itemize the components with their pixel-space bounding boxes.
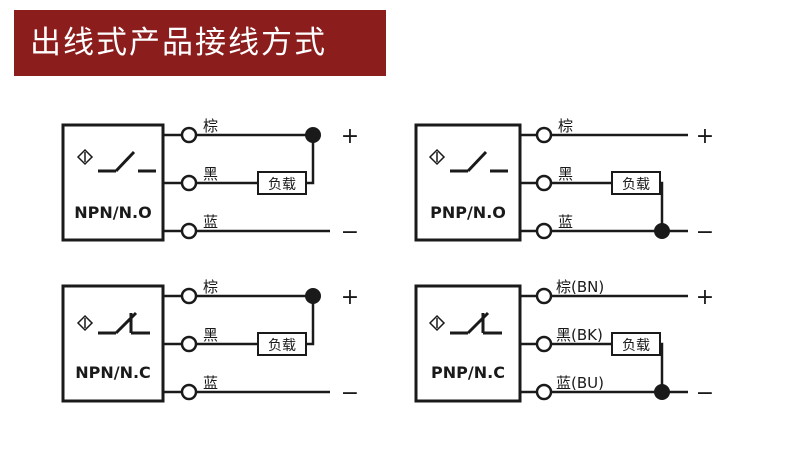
wire-label-brown: 棕(BN) [556,278,604,296]
wire-label-brown: 棕 [203,117,218,135]
junction-dot [305,127,321,143]
minus-sign: − [341,381,359,406]
diagram-npn-nc: NPN/N.C 棕 黑 蓝 负载 + − [61,278,359,406]
plus-sign: + [696,285,714,310]
minus-sign: − [696,381,714,406]
load-label: 负载 [268,177,296,193]
minus-sign: − [696,220,714,245]
sensor-label: NPN/N.O [74,203,151,222]
sensor-icon [76,148,94,166]
diagram-pnp-nc: PNP/N.C 棕(BN) 黑(BK) 蓝(BU) 负载 + − [414,278,714,406]
terminal-black [535,174,553,192]
terminal-blue [535,222,553,240]
switch-nc-icon [450,311,502,335]
wire-label-blue: 蓝 [203,213,218,231]
sensor-box [61,284,165,403]
terminal-brown [180,126,198,144]
sensor-label: NPN/N.C [75,363,151,382]
sensor-label: PNP/N.O [430,203,506,222]
terminal-blue [535,383,553,401]
sensor-box [61,123,165,242]
terminal-black [180,335,198,353]
junction-dot [305,288,321,304]
terminal-black [535,335,553,353]
wire-label-black: 黑(BK) [556,326,603,344]
switch-nc-icon [98,311,150,335]
sensor-icon [76,314,94,332]
wire-label-black: 黑 [203,326,218,344]
wire-label-black: 黑 [558,165,573,183]
terminal-brown [180,287,198,305]
sensor-icon [428,314,446,332]
sensor-label: PNP/N.C [431,363,505,382]
plus-sign: + [341,124,359,149]
terminal-blue [180,222,198,240]
terminal-blue [180,383,198,401]
terminal-brown [535,126,553,144]
wire-label-blue: 蓝 [558,213,573,231]
load-label: 负载 [622,338,650,354]
wire-label-blue: 蓝 [203,374,218,392]
sensor-box [414,123,522,242]
minus-sign: − [341,220,359,245]
sensor-icon [428,148,446,166]
wire-label-brown: 棕 [203,278,218,296]
terminal-black [180,174,198,192]
load-label: 负载 [268,338,296,354]
banner-title: 出线式产品接线方式 [30,25,327,61]
junction-dot [654,384,670,400]
wire-label-black: 黑 [203,165,218,183]
title-banner: 出线式产品接线方式 [14,10,386,76]
load-label: 负载 [622,177,650,193]
wire-label-brown: 棕 [558,117,573,135]
sensor-box [414,284,522,403]
diagram-npn-no: NPN/N.O 棕 黑 蓝 负载 + − [61,117,359,245]
switch-no-icon [450,150,508,173]
plus-sign: + [696,124,714,149]
diagram-pnp-no: PNP/N.O 棕 黑 蓝 负载 + − [414,117,714,245]
junction-dot [654,223,670,239]
plus-sign: + [341,285,359,310]
wire-label-blue: 蓝(BU) [556,374,604,392]
terminal-brown [535,287,553,305]
switch-no-icon [98,150,156,173]
